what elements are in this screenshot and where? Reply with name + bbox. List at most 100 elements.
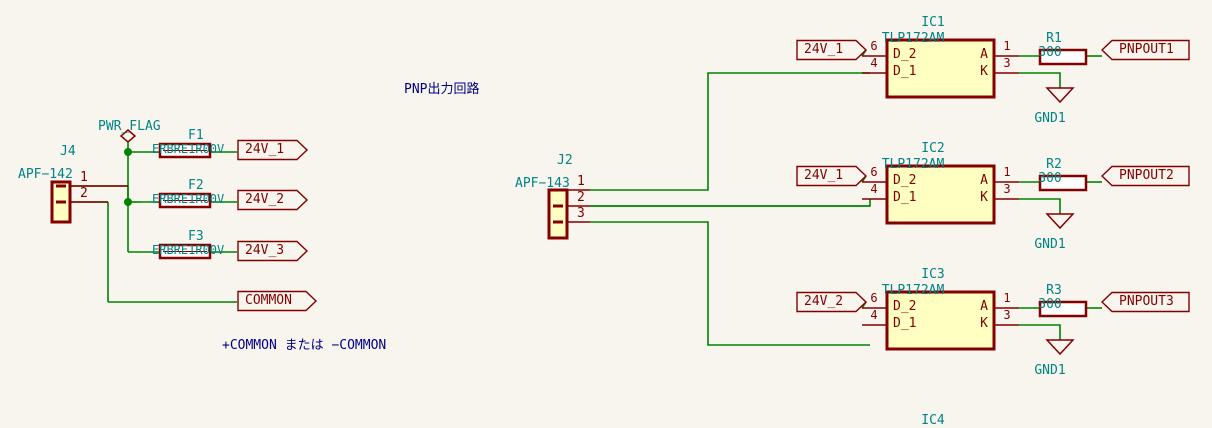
label-pnpout1-shape — [1100, 39, 1190, 61]
optocoupler-ic1-pin-number-6: 6 — [870, 39, 878, 53]
optocoupler-ic2-input-label-text: 24V_1 — [804, 168, 844, 183]
connector-j2-pin-number-3: 3 — [577, 206, 585, 221]
junction-rail — [124, 198, 133, 207]
resistor-r3-value: 300 — [1038, 297, 1062, 312]
fuse-f3-value: ERBRE1R00V — [152, 243, 225, 257]
optocoupler-ic3-gnd-wire — [1019, 324, 1061, 340]
optocoupler-ic2-input-label-shape — [796, 165, 868, 187]
optocoupler-ic2-pin-number-3: 3 — [1003, 182, 1011, 196]
optocoupler-ic3-pin-name-d_1: D_1 — [893, 316, 917, 331]
note-text-0: PNP出力回路 — [404, 82, 480, 97]
fuse-f3-reference: F3 — [188, 229, 204, 244]
optocoupler-ic1-body — [885, 38, 996, 99]
optocoupler-ic1-pin-number-1: 1 — [1003, 39, 1011, 53]
connector-j4-value: APF−142 — [18, 167, 73, 182]
label-24v-2[interactable] — [237, 189, 309, 211]
clipped-reference-ic4: IC4 — [921, 413, 945, 428]
optocoupler-ic3-gnd-icon — [1045, 339, 1075, 356]
wire-j2-pin1-to-ic1 — [590, 72, 870, 191]
label-pnpout1-text: PNPOUT1 — [1119, 42, 1174, 57]
optocoupler-ic3-gnd-label: GND1 — [1034, 363, 1066, 378]
label-24v-1-text: 24V_1 — [245, 142, 285, 157]
schematic-graphics — [50, 38, 1190, 356]
optocoupler-ic3-input-label-shape — [796, 291, 868, 313]
resistor-r2-value: 300 — [1038, 171, 1062, 186]
symbol-layer — [50, 38, 1190, 356]
optocoupler-ic2-pin-name-d_2: D_2 — [893, 173, 917, 188]
connector-j2-reference: J2 — [557, 153, 573, 168]
fuse-f2-value: ERBRE1R00V — [152, 192, 225, 206]
resistor-r2-body — [1038, 174, 1088, 192]
optocoupler-ic2-value: TLP172AM — [881, 157, 945, 172]
resistor-r3-body — [1038, 300, 1088, 318]
optocoupler-ic1-value: TLP172AM — [881, 31, 945, 46]
label-pnpout3-text: PNPOUT3 — [1119, 294, 1174, 309]
connector-j4-pin-number-1: 1 — [80, 170, 88, 185]
optocoupler-ic1-pin-number-3: 3 — [1003, 56, 1011, 70]
label-24v-1[interactable] — [237, 139, 309, 161]
label-24v-3-shape — [237, 240, 309, 262]
fuse-f2-reference: F2 — [188, 178, 204, 193]
resistor-r3-reference: R3 — [1046, 283, 1062, 298]
optocoupler-ic3-input-label[interactable] — [796, 291, 868, 313]
optocoupler-ic2-gnd-label: GND1 — [1034, 237, 1066, 252]
connector-j4-pin-number-2: 2 — [80, 186, 88, 201]
resistor-r1-value: 300 — [1038, 45, 1062, 60]
label-24v-1-shape — [237, 139, 309, 161]
label-pnpout1[interactable] — [1100, 39, 1190, 61]
label-pnpout2[interactable] — [1100, 165, 1190, 187]
optocoupler-ic3-body — [885, 290, 996, 351]
optocoupler-ic2-pin-name-d_1: D_1 — [893, 190, 917, 205]
optocoupler-ic1-input-label-shape — [796, 39, 868, 61]
optocoupler-ic2-gnd-icon — [1045, 213, 1075, 230]
label-common[interactable] — [237, 290, 318, 312]
optocoupler-ic1-pin-name-d_1: D_1 — [893, 64, 917, 79]
optocoupler-ic1-pin-name-d_2: D_2 — [893, 47, 917, 62]
optocoupler-ic2-pin-number-4: 4 — [870, 182, 878, 196]
power-flag-label: PWR_FLAG — [98, 119, 161, 134]
label-24v-2-text: 24V_2 — [245, 192, 285, 207]
label-24v-3[interactable] — [237, 240, 309, 262]
optocoupler-ic2-pin-name-a: A — [980, 173, 988, 188]
optocoupler-ic2-pin-number-1: 1 — [1003, 165, 1011, 179]
label-pnpout3[interactable] — [1100, 291, 1190, 313]
label-pnpout3-shape — [1100, 291, 1190, 313]
optocoupler-ic3-pin-name-k: K — [980, 316, 988, 331]
optocoupler-ic2-body — [885, 164, 996, 225]
optocoupler-ic1-gnd-label: GND1 — [1034, 111, 1066, 126]
wire-j2-pin2-to-ic2 — [590, 199, 871, 207]
connector-j2-value: APF−143 — [515, 176, 570, 191]
optocoupler-ic1-pin-name-a: A — [980, 47, 988, 62]
resistor-r1-reference: R1 — [1046, 31, 1062, 46]
connector-j4-reference: J4 — [60, 144, 76, 159]
optocoupler-ic3-pin-name-a: A — [980, 299, 988, 314]
resistor-r1-body — [1038, 48, 1088, 66]
fuse-f1-reference: F1 — [188, 128, 204, 143]
optocoupler-ic2-reference: IC2 — [921, 141, 945, 156]
connector-j2-body — [547, 188, 569, 240]
label-common-text: COMMON — [245, 293, 292, 308]
fuse-f1-value: ERBRE1R00V — [152, 142, 225, 156]
optocoupler-ic1-input-label[interactable] — [796, 39, 868, 61]
connector-j2-pin-number-2: 2 — [577, 190, 585, 205]
optocoupler-ic1-gnd-wire — [1019, 72, 1061, 88]
optocoupler-ic1-reference: IC1 — [921, 15, 945, 30]
optocoupler-ic1-input-label-text: 24V_1 — [804, 42, 844, 57]
optocoupler-ic3-reference: IC3 — [921, 267, 945, 282]
optocoupler-ic2-pin-number-6: 6 — [870, 165, 878, 179]
label-common-shape — [237, 290, 318, 312]
optocoupler-ic2-input-label[interactable] — [796, 165, 868, 187]
optocoupler-ic3-pin-name-d_2: D_2 — [893, 299, 917, 314]
resistor-r2-reference: R2 — [1046, 157, 1062, 172]
optocoupler-ic2-gnd-wire — [1019, 198, 1061, 214]
wire-j2-pin3-to-ic3 — [590, 221, 870, 346]
optocoupler-ic3-value: TLP172AM — [881, 283, 945, 298]
label-pnpout2-shape — [1100, 165, 1190, 187]
optocoupler-ic1-pin-number-4: 4 — [870, 56, 878, 70]
optocoupler-ic3-input-label-text: 24V_2 — [804, 294, 844, 309]
label-pnpout2-text: PNPOUT2 — [1119, 168, 1174, 183]
optocoupler-ic3-pin-number-6: 6 — [870, 291, 878, 305]
optocoupler-ic2-pin-name-k: K — [980, 190, 988, 205]
optocoupler-ic1-pin-name-k: K — [980, 64, 988, 79]
